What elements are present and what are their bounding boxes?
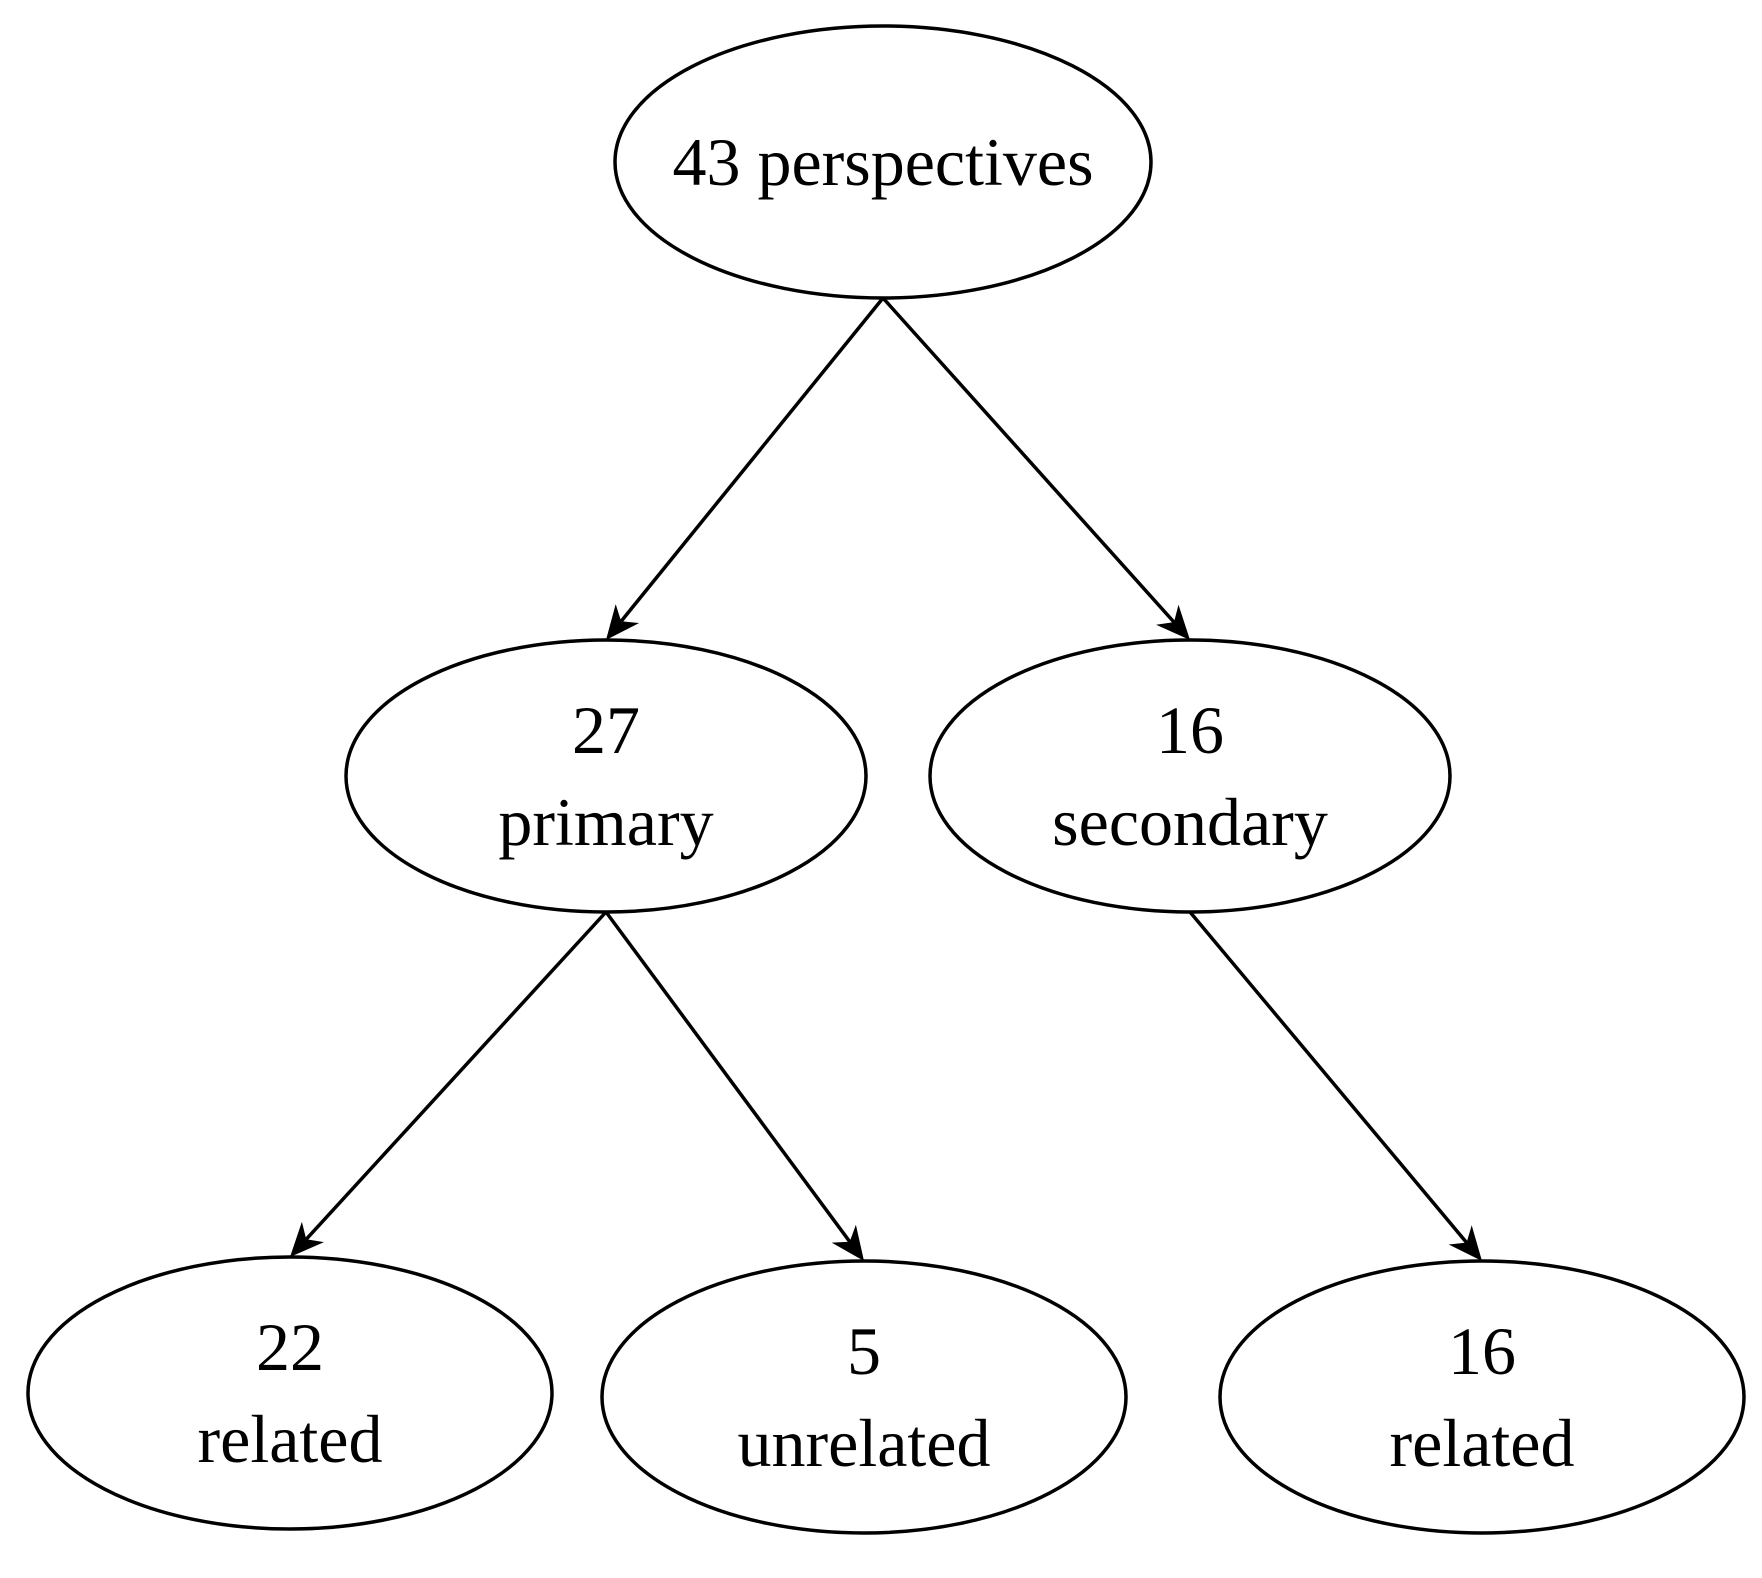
node-ellipse: [613, 24, 1153, 300]
node-label-line: secondary: [1052, 784, 1328, 860]
edge-primary-to-primary-related: [290, 910, 608, 1257]
node-root: 43 perspectives: [613, 24, 1153, 300]
arrow-head-icon: [1448, 1225, 1482, 1261]
arrow-head-icon: [1156, 604, 1190, 640]
arrow-head-icon: [606, 604, 640, 640]
edge-secondary-to-secondary-related: [1188, 910, 1482, 1261]
node-label-line: 16: [1448, 1313, 1516, 1389]
edge-line: [604, 910, 852, 1243]
node-label-line: 16: [1156, 692, 1224, 768]
node-ellipse: [600, 1259, 1128, 1535]
node-primary-related: 22 related: [26, 1255, 554, 1531]
node-label-line: primary: [498, 784, 713, 860]
edge-root-to-primary: [606, 296, 885, 640]
node-ellipse: [1218, 1259, 1746, 1535]
node-label-line: 5: [847, 1313, 881, 1389]
node-primary-unrelated: 5 unrelated: [600, 1259, 1128, 1535]
node-ellipse: [344, 638, 868, 914]
node-ellipse: [928, 638, 1452, 914]
node-label-line: related: [198, 1401, 383, 1477]
nodes-layer: 43 perspectives 27 primary 16 secondary 22 rel…: [26, 24, 1746, 1535]
node-primary: 27 primary: [344, 638, 868, 914]
node-label-line: unrelated: [738, 1405, 991, 1481]
node-secondary-related: 16 related: [1218, 1259, 1746, 1535]
edge-line: [1188, 910, 1468, 1244]
node-label-line: 27: [572, 692, 640, 768]
edge-primary-to-primary-unrelated: [604, 910, 864, 1261]
edge-root-to-secondary: [881, 296, 1190, 640]
edge-line: [881, 296, 1176, 624]
edge-line: [619, 296, 885, 623]
arrow-head-icon: [831, 1224, 864, 1261]
node-secondary: 16 secondary: [928, 638, 1452, 914]
node-label-line: related: [1390, 1405, 1575, 1481]
node-label-line: 22: [256, 1309, 324, 1385]
arrow-head-icon: [290, 1221, 324, 1257]
node-ellipse: [26, 1255, 554, 1531]
edge-line: [304, 910, 608, 1241]
edges-layer: [290, 296, 1482, 1261]
node-label-line: 43 perspectives: [672, 124, 1093, 200]
